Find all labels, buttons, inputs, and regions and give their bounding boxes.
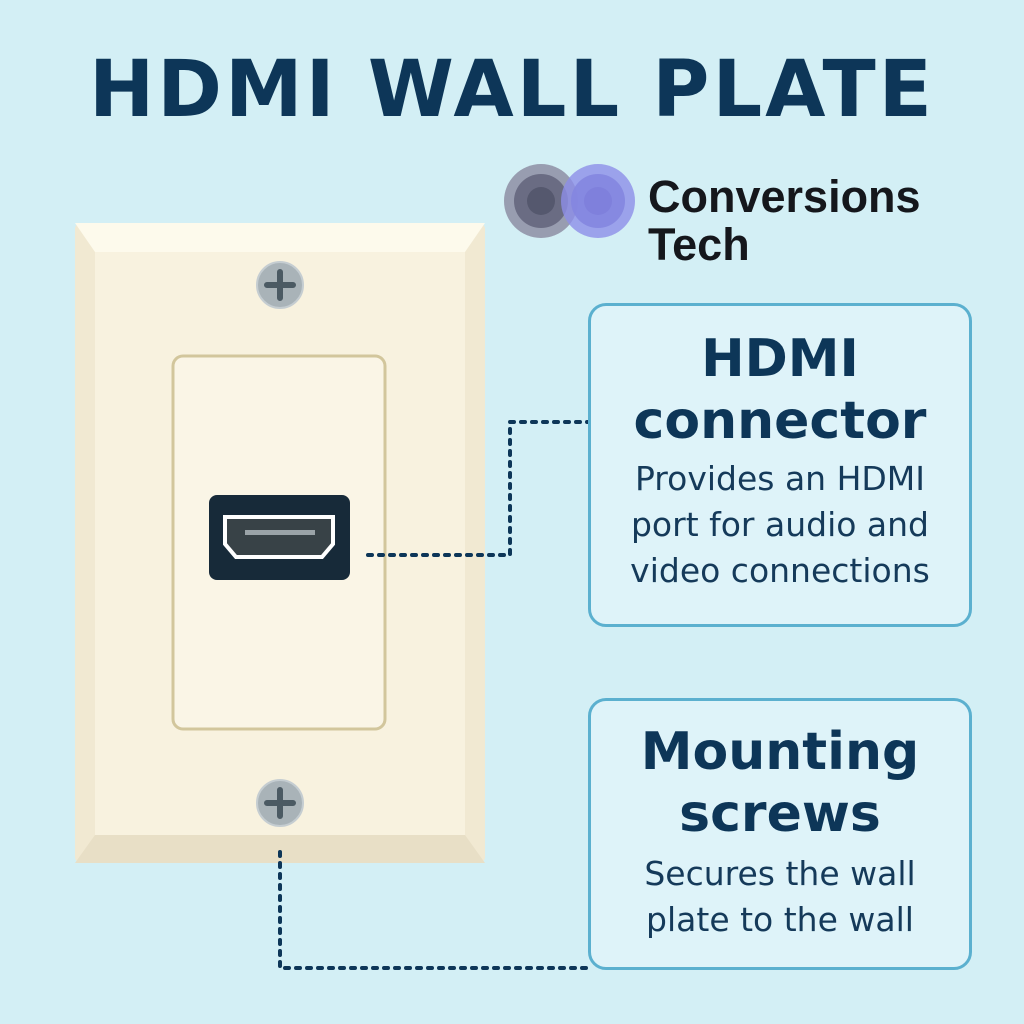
logo-text-line1: Conversions [648, 171, 921, 222]
callout-hdmi-connector: HDMI connector Provides an HDMI port for… [588, 303, 972, 627]
callout-desc: plate to the wall [646, 900, 914, 939]
callout-desc: video connections [630, 551, 930, 590]
callout-desc: port for audio and [630, 505, 929, 544]
callout-desc: Secures the wall [644, 854, 916, 893]
callout-mounting-screws: Mounting screws Secures the wall plate t… [588, 698, 972, 970]
callout-title: HDMI [701, 329, 859, 389]
callout-title: connector [633, 391, 927, 451]
screw-bottom-icon [256, 779, 304, 827]
screws-leader-line [278, 850, 592, 970]
connector-leader-line [366, 420, 590, 557]
callout-title: Mounting [640, 722, 920, 782]
page-title: HDMI WALL PLATE [89, 45, 935, 135]
callout-desc: Provides an HDMI [634, 459, 926, 498]
screw-top-icon [256, 261, 304, 309]
logo-icon [504, 164, 635, 238]
logo-text-line2: Tech [648, 219, 750, 270]
hdmi-port-icon [209, 495, 350, 580]
callout-title: screws [679, 784, 881, 844]
